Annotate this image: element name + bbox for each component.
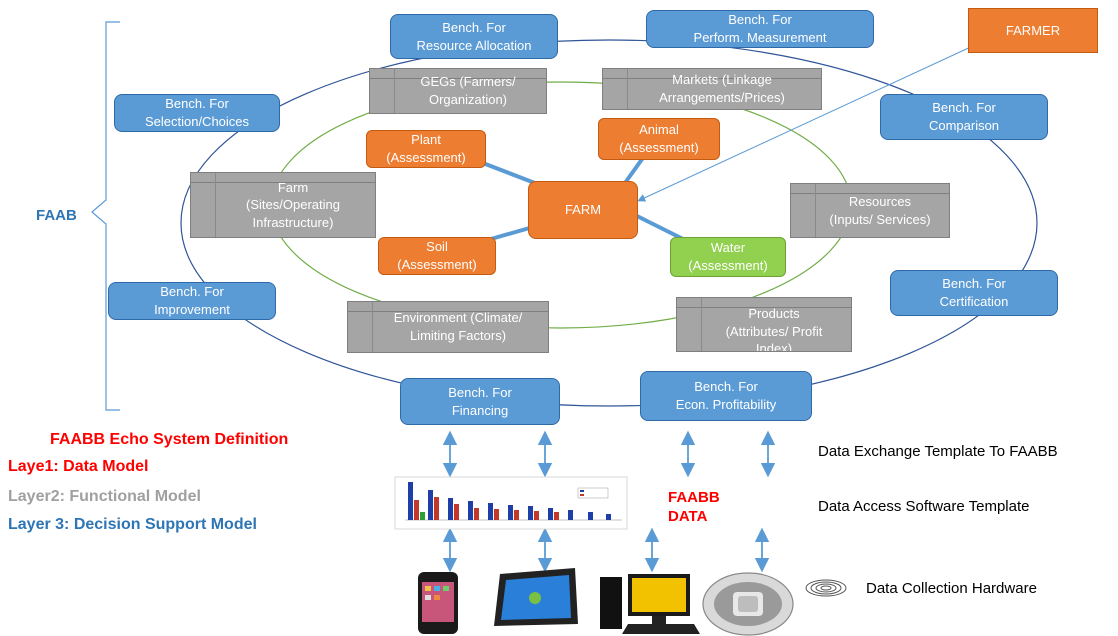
data-exchange-label: Data Exchange Template To FAABB [818,443,1058,460]
soil-assessment: Soil (Assessment) [378,237,496,275]
resources-box: Resources (Inputs/ Services) [790,183,950,238]
markets-text: Markets (Linkage Arrangements/Prices) [659,72,785,105]
legend-layer1: Laye1: Data Model [8,458,149,475]
environment-text: Environment (Climate/ Limiting Factors) [393,310,523,343]
legend-title: FAABB Echo System Definition [50,431,289,448]
resources-text: Resources (Inputs/ Services) [829,193,931,227]
fingerprint-icon [805,579,847,597]
faabb-data-label: FAABB DATA [668,489,720,525]
products-text: Products (Attributes/ Profit Index) [725,306,823,352]
desktop-computer-icon [600,574,700,634]
gegs-text: GEGs (Farmers/ Organization) [420,74,516,107]
bench-selection-choices: Bench. For Selection/Choices [114,94,280,132]
bench-certification: Bench. For Certification [890,270,1058,316]
bench-resource-allocation: Bench. For Resource Allocation [390,14,558,59]
faab-label: FAAB [36,207,77,224]
farm-site-box: Farm (Sites/Operating Infrastructure) [190,172,376,238]
gegs-box: GEGs (Farmers/ Organization) [369,68,547,114]
fingerprint-scanner-icon [702,572,794,636]
software-chart-thumbnail [394,476,628,530]
bench-econ-profitability: Bench. For Econ. Profitability [640,371,812,421]
data-access-label: Data Access Software Template [818,498,1030,515]
farmer-box: FARMER [968,8,1098,53]
bench-perform-measurement: Bench. For Perform. Measurement [646,10,874,48]
legend-layer3: Layer 3: Decision Support Model [8,516,257,533]
outer-ellipse [180,39,1038,407]
faab-brace [91,21,120,411]
legend-layer2: Layer2: Functional Model [8,488,201,505]
tablet-icon [494,568,578,626]
bench-financing: Bench. For Financing [400,378,560,425]
plant-assessment: Plant (Assessment) [366,130,486,168]
data-collection-label: Data Collection Hardware [866,580,1037,597]
smartphone-icon [418,572,458,634]
markets-box: Markets (Linkage Arrangements/Prices) [602,68,822,110]
farm-site-text: Farm (Sites/Operating Infrastructure) [246,179,340,230]
water-assessment: Water (Assessment) [670,237,786,277]
farmer-arrow [637,44,976,202]
bench-comparison: Bench. For Comparison [880,94,1048,140]
farm-center-box: FARM [528,181,638,239]
animal-assessment: Animal (Assessment) [598,118,720,160]
environment-box: Environment (Climate/ Limiting Factors) [347,301,549,353]
bench-improvement: Bench. For Improvement [108,282,276,320]
products-box: Products (Attributes/ Profit Index) [676,297,852,352]
